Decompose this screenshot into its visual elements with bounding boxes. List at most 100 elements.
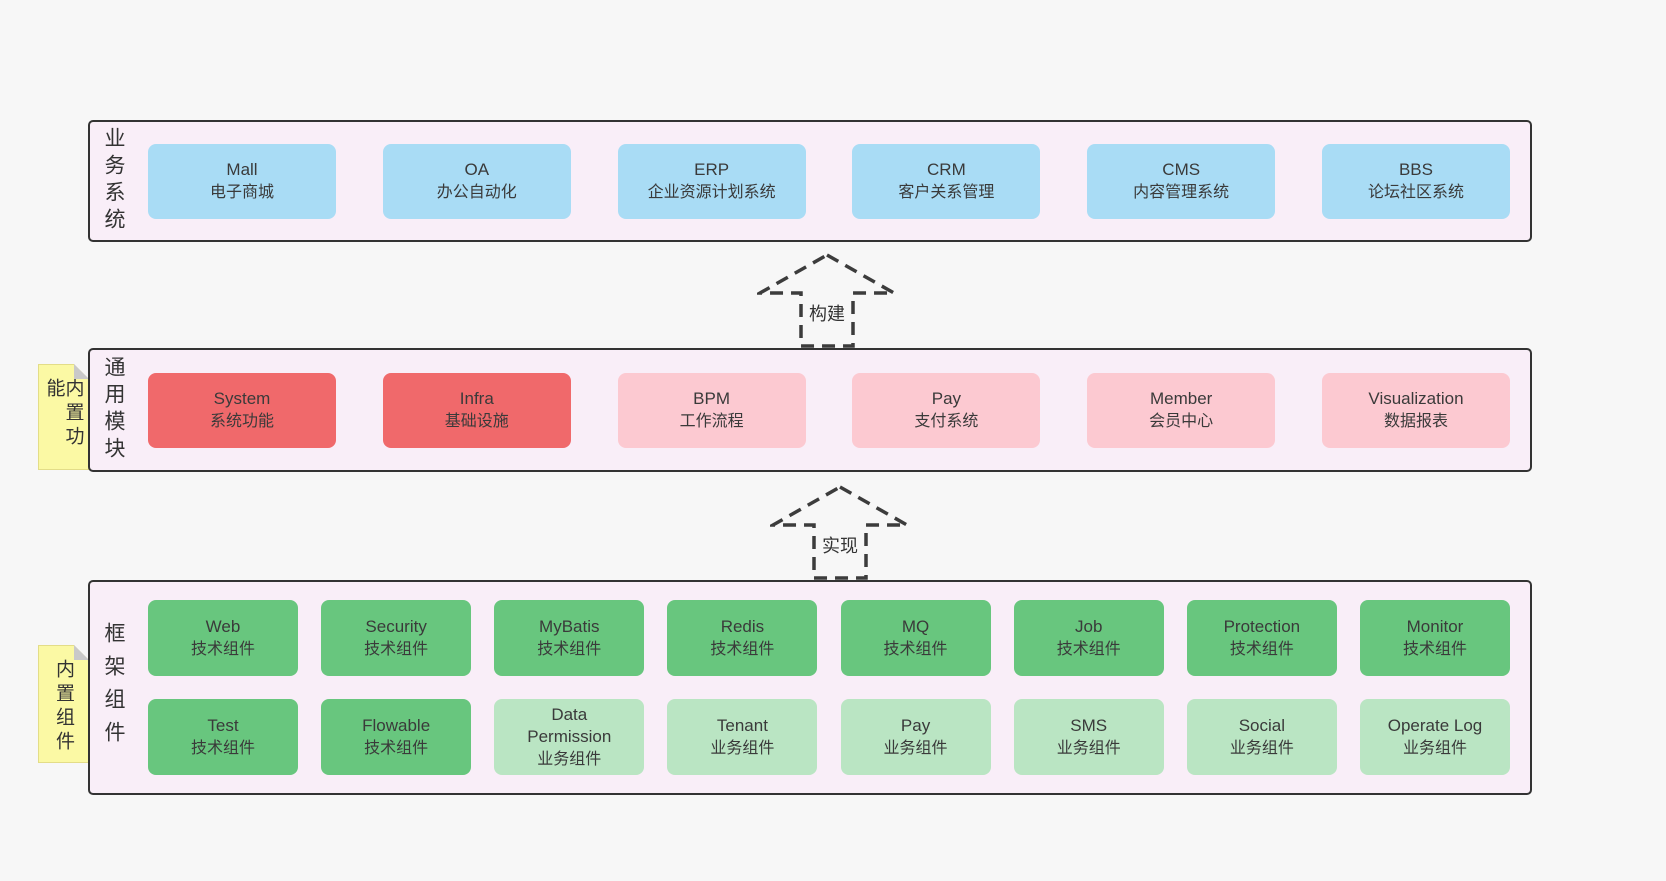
box-tenant: Tenant 业务组件 (667, 699, 818, 775)
box-title: Infra (459, 388, 494, 408)
box-subtitle: 数据报表 (1383, 413, 1448, 431)
arrow-build-label: 构建 (804, 298, 850, 328)
box-mybatis: MyBatis 技术组件 (494, 600, 645, 676)
box-title: Test (207, 715, 239, 735)
box-title: MQ (901, 616, 930, 636)
components-row-1: Web 技术组件 Security 技术组件 MyBatis 技术组件 Redi… (148, 600, 1510, 676)
box-subtitle: 业务组件 (1056, 740, 1121, 758)
box-erp: ERP 企业资源计划系统 (617, 143, 806, 219)
box-member: Member 会员中心 (1087, 372, 1276, 448)
sticky-note-label: 内置组件 (53, 659, 74, 755)
box-crm: CRM 客户关系管理 (852, 143, 1041, 219)
box-security: Security 技术组件 (321, 600, 472, 676)
box-subtitle: 技术组件 (1402, 641, 1467, 659)
box-title: Social (1238, 715, 1285, 735)
box-subtitle: 工作流程 (679, 413, 744, 431)
arrow-implement: 实现 (770, 484, 910, 580)
box-subtitle: 业务组件 (1402, 740, 1467, 758)
box-data-permission: Data Permission 业务组件 (494, 699, 645, 775)
modules-boxes-row: System 系统功能 Infra 基础设施 BPM 工作流程 Pay 支付系统… (124, 372, 1530, 448)
box-title: System (213, 388, 271, 408)
box-title: MyBatis (539, 616, 600, 636)
box-cms: CMS 内容管理系统 (1087, 143, 1276, 219)
box-subtitle: 系统功能 (209, 413, 274, 431)
box-subtitle: 支付系统 (914, 413, 979, 431)
box-subtitle: 技术组件 (364, 740, 429, 758)
arrow-build: 构建 (757, 252, 897, 348)
box-subtitle: 企业资源计划系统 (647, 184, 776, 202)
arrow-implement-label: 实现 (817, 530, 863, 560)
box-title: Job (1074, 616, 1103, 636)
box-mall: Mall 电子商城 (148, 143, 336, 219)
box-title: SMS (1070, 715, 1108, 735)
box-sms: SMS 业务组件 (1013, 699, 1164, 775)
box-subtitle: 电子商城 (209, 184, 274, 202)
box-title: Tenant (716, 715, 768, 735)
sticky-note-built-in-features: 内置功能 (38, 364, 89, 470)
box-title: Flowable (362, 715, 431, 735)
box-test: Test 技术组件 (148, 699, 298, 775)
box-subtitle: 技术组件 (1056, 641, 1121, 659)
box-subtitle: 内容管理系统 (1133, 184, 1230, 202)
box-subtitle: 业务组件 (710, 740, 775, 758)
box-subtitle: 技术组件 (883, 641, 948, 659)
box-oa: OA 办公自动化 (382, 143, 571, 219)
box-title: Operate Log (1387, 715, 1483, 735)
box-title: ERP (694, 159, 730, 179)
box-monitor: Monitor 技术组件 (1359, 600, 1510, 676)
box-title: Pay (931, 388, 962, 408)
box-system: System 系统功能 (148, 372, 336, 448)
dashed-up-arrow-icon (770, 484, 910, 580)
box-bpm: BPM 工作流程 (617, 372, 806, 448)
box-title: OA (464, 159, 490, 179)
box-subtitle: 技术组件 (710, 641, 775, 659)
box-mq: MQ 技术组件 (840, 600, 991, 676)
box-subtitle: 技术组件 (364, 641, 429, 659)
box-title: CMS (1162, 159, 1201, 179)
box-title: Member (1150, 388, 1213, 408)
panel-label-framework-components: 框架组件 (102, 621, 125, 754)
box-pay-component: Pay 业务组件 (840, 699, 991, 775)
box-visualization: Visualization 数据报表 (1321, 372, 1510, 448)
box-title: Redis (720, 616, 765, 636)
box-subtitle: 办公自动化 (436, 184, 517, 202)
components-rows: Web 技术组件 Security 技术组件 MyBatis 技术组件 Redi… (124, 600, 1530, 775)
box-web: Web 技术组件 (148, 600, 298, 676)
box-subtitle: 技术组件 (1229, 641, 1294, 659)
box-title: Visualization (1368, 388, 1464, 408)
panel-business-systems: 业务系统 Mall 电子商城 OA 办公自动化 ERP 企业资源计划系统 CRM… (88, 120, 1532, 242)
panel-framework-components: 框架组件 Web 技术组件 Security 技术组件 MyBatis 技术组件… (88, 580, 1532, 795)
panel-common-modules: 通用模块 System 系统功能 Infra 基础设施 BPM 工作流程 Pay… (88, 348, 1532, 472)
panel-label-common-modules: 通用模块 (102, 356, 125, 464)
box-subtitle: 技术组件 (190, 740, 255, 758)
box-social: Social 业务组件 (1186, 699, 1337, 775)
box-subtitle: 技术组件 (537, 641, 602, 659)
box-subtitle: 业务组件 (883, 740, 948, 758)
sticky-note-built-in-components: 内置组件 (38, 645, 89, 763)
box-title: Protection (1223, 616, 1301, 636)
sticky-note-label: 内置功能 (43, 378, 84, 450)
box-bbs: BBS 论坛社区系统 (1321, 143, 1510, 219)
box-title: Security (365, 616, 427, 636)
components-row-2: Test 技术组件 Flowable 技术组件 Data Permission … (148, 699, 1510, 775)
box-flowable: Flowable 技术组件 (321, 699, 472, 775)
box-subtitle: 业务组件 (1229, 740, 1294, 758)
box-infra: Infra 基础设施 (382, 372, 571, 448)
box-subtitle: 会员中心 (1149, 413, 1214, 431)
box-title: BBS (1398, 159, 1433, 179)
box-operate-log: Operate Log 业务组件 (1359, 699, 1510, 775)
box-title: CRM (927, 159, 966, 179)
business-boxes-row: Mall 电子商城 OA 办公自动化 ERP 企业资源计划系统 CRM 客户关系… (124, 143, 1530, 219)
box-subtitle: 技术组件 (190, 641, 255, 659)
box-title: Pay (900, 715, 931, 735)
box-title: BPM (693, 388, 731, 408)
box-title: Web (205, 616, 241, 636)
box-job: Job 技术组件 (1013, 600, 1164, 676)
box-subtitle: 客户关系管理 (898, 184, 995, 202)
box-title: Data Permission (527, 705, 612, 746)
box-redis: Redis 技术组件 (667, 600, 818, 676)
box-protection: Protection 技术组件 (1186, 600, 1337, 676)
dashed-up-arrow-icon (757, 252, 897, 348)
box-pay: Pay 支付系统 (852, 372, 1041, 448)
panel-label-business-systems: 业务系统 (102, 127, 125, 235)
